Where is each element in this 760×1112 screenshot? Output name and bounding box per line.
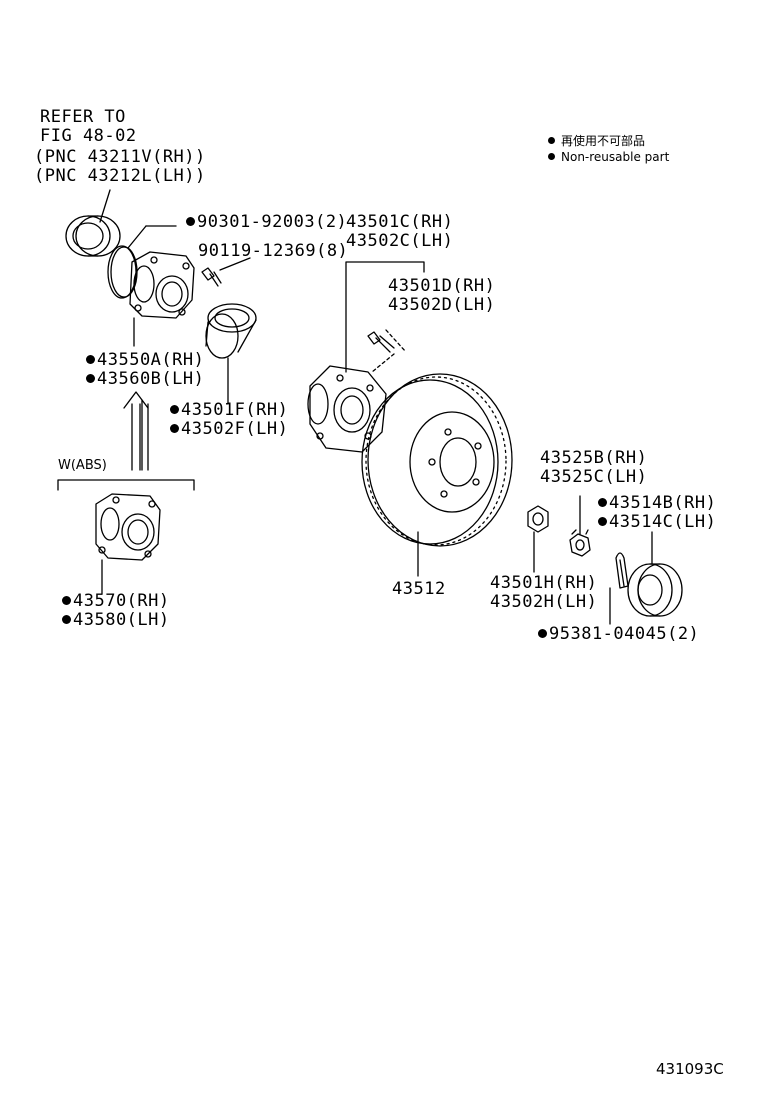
part-43514b[interactable]: 43514B(RH) xyxy=(598,494,716,513)
hub-assembly-drawing xyxy=(129,251,195,347)
abs-label: W(ABS) xyxy=(58,458,107,473)
brake-disc-drawing xyxy=(361,373,513,577)
bullet-icon xyxy=(548,137,555,144)
part-43570[interactable]: 43570(RH) xyxy=(62,592,170,611)
part-43501f[interactable]: 43501F(RH) xyxy=(170,401,288,420)
part-43525c[interactable]: 43525C(LH) xyxy=(540,467,648,487)
part-43580[interactable]: 43580(LH) xyxy=(62,611,170,630)
part-90301[interactable]: 90301-92003(2) xyxy=(186,213,347,232)
bolt-drawing xyxy=(201,257,251,287)
part-43501c[interactable]: 43501C(RH) xyxy=(346,212,454,232)
legend-jp-text: 再使用不可部品 xyxy=(561,134,646,148)
spacer-ring-drawing xyxy=(205,303,257,405)
grease-cap-drawing xyxy=(627,531,683,617)
hub-bolt-drawing xyxy=(367,329,407,373)
oil-seal-drawing xyxy=(65,189,121,257)
part-43502c[interactable]: 43502C(LH) xyxy=(346,231,454,251)
refer-line-2[interactable]: FIG 48-02 xyxy=(40,126,137,146)
lock-nut-drawing xyxy=(569,495,591,557)
axle-hub-drawing xyxy=(307,365,387,453)
refer-line-3: (PNC 43211V(RH)) xyxy=(34,147,206,167)
part-43501d[interactable]: 43501D(RH) xyxy=(388,276,496,296)
abs-arrows xyxy=(123,391,149,471)
part-90119[interactable]: 90119-12369(8) xyxy=(198,241,349,261)
part-43525b[interactable]: 43525B(RH) xyxy=(540,448,648,468)
hub-nut-drawing xyxy=(527,505,549,573)
legend-en: Non-reusable part xyxy=(548,150,669,164)
abs-bracket xyxy=(57,479,195,491)
refer-line-1: REFER TO xyxy=(40,107,126,127)
refer-line-4: (PNC 43212L(LH)) xyxy=(34,166,206,186)
abs-hub-drawing xyxy=(95,493,161,595)
figure-id: 431093C xyxy=(656,1060,724,1078)
part-43514c[interactable]: 43514C(LH) xyxy=(598,513,716,532)
cotter-pin-drawing xyxy=(609,552,629,625)
part-43550a[interactable]: 43550A(RH) xyxy=(86,351,204,370)
part-43502h[interactable]: 43502H(LH) xyxy=(490,592,598,612)
legend-jp: 再使用不可部品 xyxy=(548,134,645,148)
part-43560b[interactable]: 43560B(LH) xyxy=(86,370,204,389)
bullet-icon xyxy=(548,153,555,160)
part-43502f[interactable]: 43502F(LH) xyxy=(170,420,288,439)
legend-en-text: Non-reusable part xyxy=(561,150,670,164)
part-95381[interactable]: 95381-04045(2) xyxy=(538,625,699,644)
part-43512[interactable]: 43512 xyxy=(392,579,446,599)
o-ring-drawing xyxy=(107,225,177,299)
part-43501h[interactable]: 43501H(RH) xyxy=(490,573,598,593)
part-43502d[interactable]: 43502D(LH) xyxy=(388,295,496,315)
leader-bracket-c xyxy=(345,261,425,373)
